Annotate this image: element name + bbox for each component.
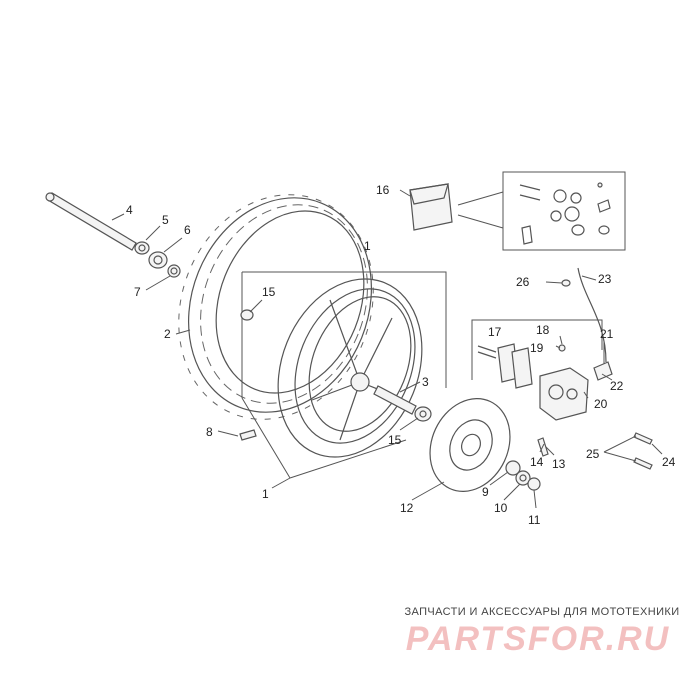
speedometer-drive-part	[148, 251, 168, 269]
seal-ring-part	[167, 264, 181, 278]
callout-4: 4	[126, 203, 133, 217]
nut-part	[527, 477, 541, 491]
callout-10: 10	[494, 501, 508, 515]
tyre-part	[178, 194, 374, 420]
hose-clip-part	[561, 279, 571, 287]
callout-14: 14	[530, 455, 544, 469]
callout-13: 13	[552, 457, 566, 471]
brake-pads-part	[477, 343, 533, 389]
callout-2: 2	[164, 327, 171, 341]
callout-6: 6	[184, 223, 191, 237]
hose-bracket-part	[593, 361, 613, 381]
callout-20: 20	[594, 397, 608, 411]
callout-15-lower: 15	[388, 433, 402, 447]
callout-16: 16	[376, 183, 390, 197]
callout-24: 24	[662, 455, 676, 469]
washer-part	[515, 470, 531, 486]
callout-23: 23	[598, 272, 612, 286]
repair-kit-bag-icon	[409, 183, 453, 231]
watermark-logo: PARTSFOR.RU	[405, 620, 671, 658]
callout-19: 19	[530, 341, 544, 355]
brake-hose-part	[577, 267, 607, 363]
callout-26: 26	[516, 275, 530, 289]
callout-21: 21	[600, 327, 614, 341]
caliper-assembly-frame	[471, 319, 603, 380]
leader-lines	[111, 189, 663, 509]
caliper-part	[539, 367, 589, 421]
callout-3: 3	[422, 375, 429, 389]
callout-11: 11	[528, 513, 541, 527]
valve-part	[239, 429, 257, 441]
wheel-assembly-frame	[242, 271, 447, 388]
callout-5: 5	[162, 213, 169, 227]
repair-kit-box	[502, 171, 626, 251]
callout-9: 9	[482, 485, 489, 499]
callout-22: 22	[610, 379, 624, 393]
callout-15-upper: 15	[262, 285, 276, 299]
callout-labels: 4 5 6 7 2 1 15 3 15 8 1 12 9 10 11 14 13…	[126, 183, 676, 527]
bearing-part-right	[414, 406, 432, 422]
spacer-tube-part	[373, 385, 417, 415]
callout-25: 25	[586, 447, 600, 461]
callout-8: 8	[206, 425, 213, 439]
repair-kit-contents	[519, 182, 611, 245]
axle-part	[45, 192, 137, 251]
callout-17: 17	[488, 325, 502, 339]
spacer-part-right	[505, 460, 521, 476]
callout-18: 18	[536, 323, 550, 337]
bearing-part-left	[240, 309, 254, 321]
brake-disc-part	[429, 398, 511, 492]
caliper-bolts-part	[633, 432, 653, 470]
callout-1-upper: 1	[364, 239, 371, 253]
callout-7: 7	[134, 285, 141, 299]
watermark-tagline: ЗАПЧАСТИ И АКСЕССУАРЫ ДЛЯ МОТОТЕХНИКИ	[404, 606, 680, 618]
callout-12: 12	[400, 501, 414, 515]
spacer-part	[134, 241, 150, 255]
callout-1: 1	[262, 487, 269, 501]
